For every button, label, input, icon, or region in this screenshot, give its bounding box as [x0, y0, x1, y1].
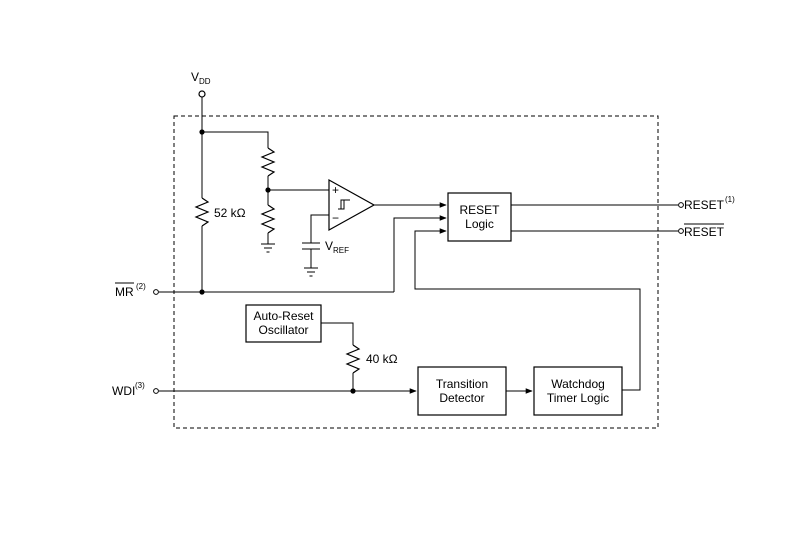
oscillator-line2: Oscillator: [258, 323, 308, 337]
svg-text:VDD: VDD: [191, 70, 211, 86]
vref-subscript: REF: [333, 246, 349, 255]
oscillator-line1: Auto-Reset: [253, 309, 314, 323]
resistor-52k-label: 52 kΩ: [214, 206, 246, 220]
resistor-40k: [345, 344, 361, 374]
vdd-label: V: [191, 70, 199, 84]
reset-bar-output-label: RESET: [684, 225, 725, 239]
divider-resistor-top: [260, 147, 276, 177]
svg-text:VREF: VREF: [325, 239, 349, 255]
watchdog-line2: Timer Logic: [547, 391, 609, 405]
transition-line1: Transition: [436, 377, 488, 391]
reset-output-label: RESET: [684, 198, 725, 212]
transition-detector-block: [417, 366, 507, 416]
wdi-note: (3): [135, 381, 145, 390]
comparator-plus: +: [332, 183, 339, 197]
reset-logic-block: [447, 192, 512, 242]
oscillator-block: [245, 304, 322, 343]
mr-node: [199, 289, 205, 295]
mr-label: MR: [115, 285, 134, 299]
transition-line2: Detector: [439, 391, 484, 405]
divider-ground-icon: [261, 243, 275, 253]
device-boundary: [173, 115, 659, 429]
vdd-terminal: VDD: [191, 70, 211, 132]
mr-input: MR (2): [115, 282, 159, 299]
resistor-52k: [194, 197, 210, 227]
comparator: + −: [328, 178, 376, 232]
reset-output-note: (1): [725, 195, 735, 204]
watchdog-line1: Watchdog: [551, 377, 605, 391]
wdi-input: WDI (3): [112, 381, 159, 398]
watchdog-block: [533, 366, 623, 416]
divider-resistor-bottom: [260, 204, 276, 234]
wdi-label: WDI: [112, 384, 135, 398]
reset-logic-line1: RESET: [459, 203, 500, 217]
resistor-40k-label: 40 kΩ: [366, 352, 398, 366]
vref-capacitor-icon: [302, 242, 320, 250]
vref-ground-icon: [304, 267, 318, 277]
vdd-subscript: DD: [199, 77, 211, 86]
reset-logic-line2: Logic: [465, 217, 494, 231]
wdi-node: [350, 388, 356, 394]
mr-note: (2): [136, 282, 146, 291]
comparator-minus: −: [332, 211, 339, 225]
vref-label: V: [325, 239, 333, 253]
